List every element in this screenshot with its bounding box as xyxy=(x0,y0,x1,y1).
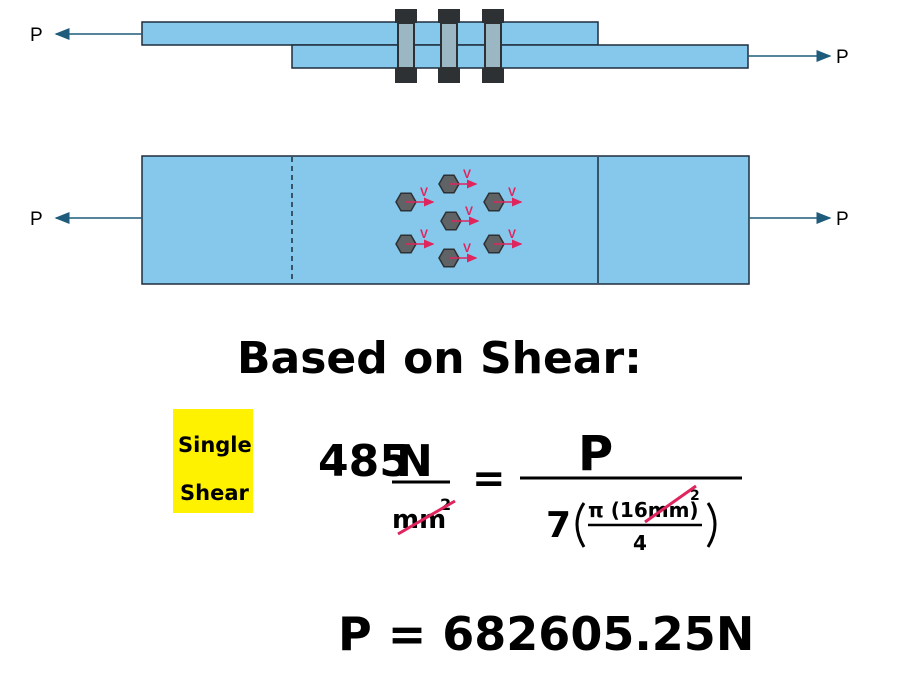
result: P = 682605.25N xyxy=(338,607,754,661)
left-paren xyxy=(575,502,586,548)
equals-sign: = xyxy=(472,456,506,502)
upper-plate xyxy=(141,21,599,46)
force-label-left: P xyxy=(30,209,43,230)
bolt-side xyxy=(482,9,504,83)
bolt-group: V V V V V V V xyxy=(395,167,523,268)
force-label-right: P xyxy=(836,209,849,230)
shear-force-label: V xyxy=(420,227,428,241)
highlight-label-line1: Single xyxy=(178,433,252,457)
lhs-unit-exp: 2 xyxy=(440,495,451,514)
highlight-label-line2: Shear xyxy=(180,481,249,505)
force-label-left: P xyxy=(30,25,43,46)
force-label-right: P xyxy=(836,47,849,68)
rhs-inner-exp: 2 xyxy=(690,488,700,504)
shear-force-label: V xyxy=(463,241,471,255)
shear-force-label: V xyxy=(420,185,428,199)
notes: Based on Shear: Single Shear 485 N mm 2 … xyxy=(173,333,754,661)
lower-plate xyxy=(291,44,749,69)
right-paren xyxy=(706,502,717,548)
bolt-side xyxy=(438,9,460,83)
shear-force-label: V xyxy=(508,185,516,199)
shear-force-label: V xyxy=(463,167,471,181)
rhs-numerator: P xyxy=(578,426,613,482)
rhs-inner-numerator: π (16mm) xyxy=(588,498,699,522)
top-view: P P V V V V V V V xyxy=(30,155,849,285)
bolt-side xyxy=(395,9,417,83)
highlight-box xyxy=(173,409,253,513)
side-view: P P xyxy=(30,9,849,83)
rhs-multiplier: 7 xyxy=(546,505,571,546)
shear-force-label: V xyxy=(508,227,516,241)
rhs-inner-denominator: 4 xyxy=(633,531,647,555)
rhs-unit-strike xyxy=(644,484,697,524)
notes-heading: Based on Shear: xyxy=(237,333,642,384)
lhs-unit-strike xyxy=(397,499,456,536)
lhs-number: 485 xyxy=(318,436,410,487)
shear-force-label: V xyxy=(465,204,473,218)
lhs-unit-top: N xyxy=(396,436,433,487)
